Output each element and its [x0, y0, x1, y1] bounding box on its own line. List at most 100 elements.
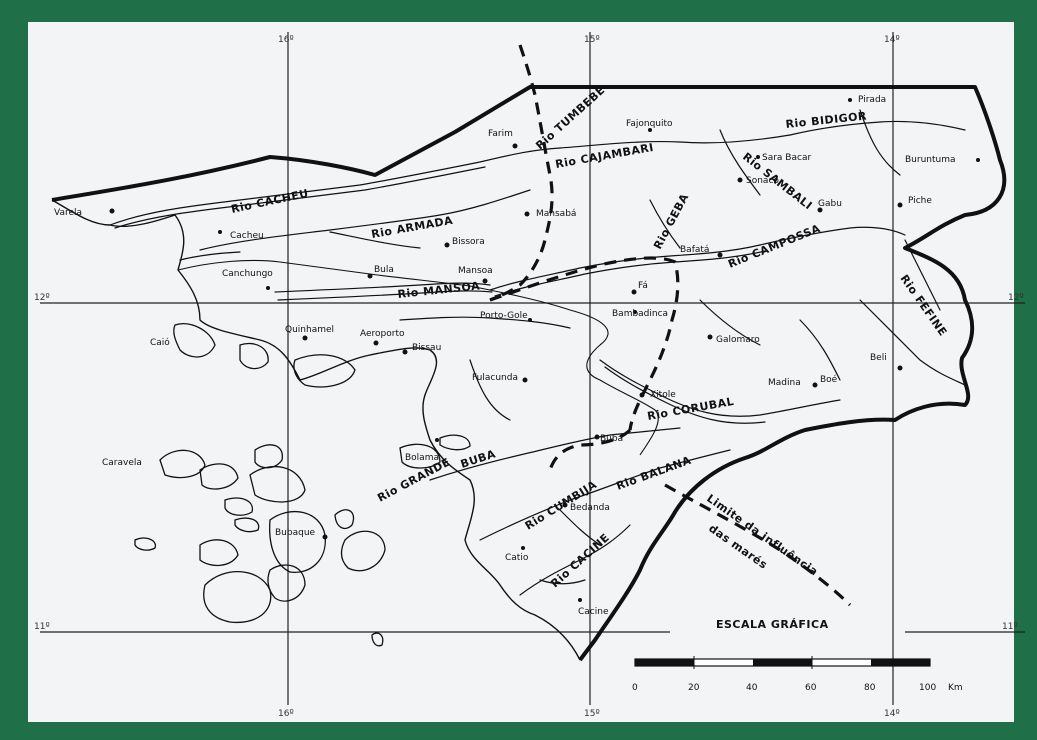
svg-text:Aeroporto: Aeroporto [360, 329, 405, 339]
town-caravela: Caravela [102, 458, 142, 468]
scale-tick-80: 80 [864, 683, 876, 693]
town-canchungo: Canchungo [222, 269, 273, 290]
svg-text:Sonaco: Sonaco [746, 176, 779, 186]
scale-tick-60: 60 [805, 683, 817, 693]
coast-detail-2 [569, 309, 659, 456]
grid-label-right-12: 12º [1008, 293, 1024, 303]
svg-text:Bubaque: Bubaque [275, 528, 316, 538]
grid-label-top-16: 16º [278, 35, 294, 45]
svg-text:Quinhamel: Quinhamel [285, 325, 334, 335]
town-buba: Buba [594, 434, 623, 444]
river-label-buba: BUBA [459, 447, 497, 471]
svg-text:Beli: Beli [870, 353, 887, 363]
bijagos-islands [134, 323, 471, 647]
grid-label-top-15: 15º [584, 35, 600, 45]
svg-text:Xitole: Xitole [650, 390, 676, 400]
svg-text:Fulacunda: Fulacunda [472, 373, 518, 383]
town-bula: Bula [367, 265, 394, 279]
country-border [51, 85, 1007, 662]
town-bolama: Bolama [405, 438, 439, 463]
river-label-feline: Rio FEFINE [898, 272, 950, 338]
town-gabu: Gabu [817, 199, 842, 213]
svg-text:Pirada: Pirada [858, 95, 886, 105]
scale-segment-1 [635, 659, 694, 666]
towns: Varela Cacheu Canchungo Bula Bissora Man… [54, 95, 980, 617]
river-label-tumbebe: Rio TUMBEBE [533, 83, 607, 152]
river-label-geba: Rio GEBA [651, 191, 691, 251]
town-bafata: Bafatá [680, 245, 723, 258]
svg-text:Buruntuma: Buruntuma [905, 155, 956, 165]
graticule [40, 32, 1025, 705]
town-fulacunda: Fulacunda [472, 373, 528, 383]
town-galomaro: Galomaro [707, 334, 760, 345]
scale-tick-20: 20 [688, 683, 700, 693]
town-varela: Varela [54, 208, 115, 218]
svg-text:Porto-Gole: Porto-Gole [480, 311, 528, 321]
town-pirada: Pirada [848, 95, 886, 105]
grid-label-right-11: 11º [1002, 622, 1018, 632]
svg-text:Bolama: Bolama [405, 453, 439, 463]
town-madina: Madina [768, 378, 801, 388]
svg-text:Mansoa: Mansoa [458, 266, 493, 276]
town-farim: Farim [488, 129, 518, 149]
town-sonaco: Sonaco [737, 176, 779, 186]
tide-limit-line [489, 44, 852, 607]
scale-segment-3 [753, 659, 812, 666]
svg-text:Bafatá: Bafatá [680, 245, 709, 255]
river-label-cacheu: Rio CACHEU [230, 187, 310, 216]
town-quinhamel: Quinhamel [285, 325, 334, 341]
town-fa: Fá [631, 281, 648, 295]
town-bissau: Bissau [402, 343, 441, 355]
svg-text:Madina: Madina [768, 378, 801, 388]
svg-text:Mansabá: Mansabá [536, 209, 576, 219]
river-label-cajambari: Rio CAJAMBARI [554, 141, 654, 171]
svg-text:Farim: Farim [488, 129, 513, 139]
svg-text:Cacine: Cacine [578, 607, 609, 617]
scale-tick-0: 0 [632, 683, 638, 693]
river-label-armada: Rio ARMADA [370, 214, 454, 241]
river-label-balana: Rio BALANA [615, 454, 693, 493]
svg-text:Bissau: Bissau [412, 343, 441, 353]
svg-text:Fajonquito: Fajonquito [626, 119, 673, 129]
svg-text:Bedanda: Bedanda [570, 503, 610, 513]
grid-label-left-11: 11º [34, 622, 50, 632]
grid-label-left-12: 12º [34, 293, 50, 303]
svg-text:Canchungo: Canchungo [222, 269, 273, 279]
grid-label-bottom-14: 14º [884, 709, 900, 719]
town-mansaba: Mansabá [524, 209, 576, 219]
tide-limit-label: Limite da influência das marés [704, 492, 820, 579]
town-beli: Beli [870, 353, 903, 371]
svg-text:Fá: Fá [638, 281, 648, 291]
scale-tick-40: 40 [746, 683, 758, 693]
town-buruntuma: Buruntuma [905, 155, 980, 165]
town-sara-bacar: Sara Bacar [756, 153, 811, 163]
town-fajonquito: Fajonquito [626, 119, 673, 132]
svg-text:Sara Bacar: Sara Bacar [762, 153, 811, 163]
town-aeroporto: Aeroporto [360, 329, 405, 346]
grid-label-bottom-15: 15º [584, 709, 600, 719]
town-catio: Catio [505, 546, 529, 563]
svg-text:Catio: Catio [505, 553, 529, 563]
town-piche: Piche [897, 196, 932, 208]
svg-text:Galomaro: Galomaro [716, 335, 760, 345]
svg-text:Cacheu: Cacheu [230, 231, 264, 241]
svg-text:Caravela: Caravela [102, 458, 142, 468]
svg-text:Bula: Bula [374, 265, 394, 275]
town-bissora: Bissora [444, 237, 485, 248]
scale-tick-100: 100 [919, 683, 936, 693]
town-porto-gole: Porto-Gole [480, 311, 532, 322]
town-cacine: Cacine [578, 598, 609, 617]
town-bambadinca: Bambadinca [612, 309, 668, 319]
svg-text:Caió: Caió [150, 337, 170, 348]
scale-title: ESCALA GRÁFICA [716, 618, 829, 631]
river-network [109, 109, 966, 596]
river-label-campossa: Rio CAMPOSSA [726, 222, 822, 271]
town-xitole: Xitole [639, 390, 676, 400]
grid-label-bottom-16: 16º [278, 709, 294, 719]
scale-bar: ESCALA GRÁFICA 0 20 40 60 80 100 Km [632, 618, 963, 693]
scale-unit: Km [948, 683, 963, 693]
scale-segment-5 [871, 659, 930, 666]
svg-text:Varela: Varela [54, 208, 82, 218]
svg-text:Piche: Piche [908, 196, 932, 206]
